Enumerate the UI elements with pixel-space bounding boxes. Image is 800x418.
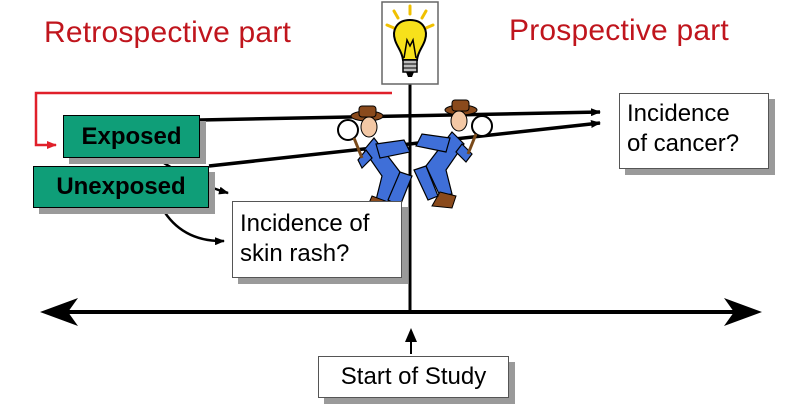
detective-icon: [337, 105, 413, 213]
start-pointer-arrow: [405, 328, 417, 354]
detective-icon: [413, 99, 493, 209]
skin-rash-incidence-box: Incidence of skin rash?: [232, 201, 402, 278]
unexposed-group-box: Unexposed: [33, 166, 209, 208]
timeline-right-arrowhead: [724, 298, 762, 326]
retrospective-arrow: [34, 91, 392, 149]
retrospective-heading: Retrospective part: [44, 16, 292, 49]
start-of-study-box: Start of Study: [318, 356, 509, 398]
lightbulb-icon: [381, 1, 439, 85]
prospective-heading: Prospective part: [509, 14, 729, 47]
skin-rash-line-1: Incidence of: [240, 210, 370, 237]
skin-rash-line-2: skin rash?: [240, 240, 350, 267]
unexposed-to-rash-arrow: [160, 207, 225, 246]
exposed-to-cancer-arrow: [199, 108, 601, 122]
cancer-incidence-line-2: of cancer?: [627, 130, 740, 157]
timeline-left-arrowhead: [40, 298, 78, 326]
exposed-label: Exposed: [81, 122, 182, 150]
exposed-group-box: Exposed: [63, 115, 200, 158]
unexposed-label: Unexposed: [56, 173, 186, 200]
cancer-incidence-box: Incidence of cancer?: [619, 93, 769, 169]
start-of-study-label: Start of Study: [340, 363, 487, 390]
cancer-incidence-line-1: Incidence: [627, 100, 730, 127]
timeline-axis: [40, 298, 762, 326]
